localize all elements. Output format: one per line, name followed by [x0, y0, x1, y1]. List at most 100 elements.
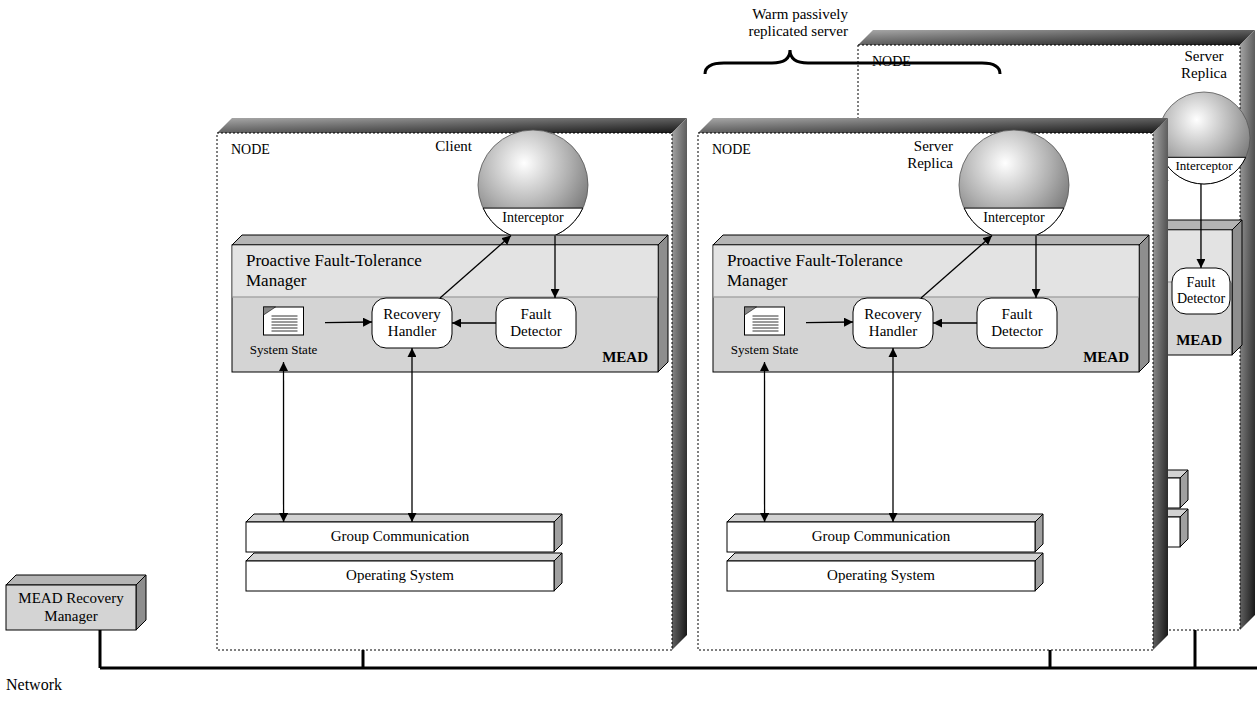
document-line: [753, 328, 779, 329]
mead-label: MEAD: [602, 349, 648, 366]
layer-box: Operating System: [727, 561, 1035, 591]
connector-arrow: [440, 236, 511, 298]
document-icon: [745, 307, 785, 335]
process-sphere: ClientInterceptor: [478, 130, 588, 240]
mead-label: MEAD: [1083, 349, 1129, 366]
component-box: Fault Detector: [977, 298, 1057, 348]
box-label: Operating System: [731, 567, 1031, 584]
node-frame-side: [1153, 118, 1168, 650]
node-frame-top: [858, 30, 1255, 45]
connector-arrow: [806, 321, 853, 323]
sphere-body: [1158, 92, 1250, 184]
document-line: [753, 319, 779, 320]
state-label: System State: [242, 343, 325, 358]
node-box: NODE Server ReplicaInterceptorProactive F…: [698, 133, 1153, 650]
panel-heading: Proactive Fault-Tolerance Manager: [246, 251, 461, 290]
connector-arrow: [892, 348, 893, 522]
panel-frame-top: [713, 235, 1149, 245]
box-label: MEAD Recovery Manager: [10, 590, 132, 625]
layer-frame-top: [727, 553, 1043, 561]
state-label: System State: [723, 343, 806, 358]
layer-frame-front: [246, 561, 554, 591]
node-label: NODE: [712, 142, 751, 158]
component-outline: [496, 298, 576, 348]
mead-panel: Proactive Fault-Tolerance ManagerMEADSys…: [713, 245, 1139, 372]
interceptor-label: Interceptor: [959, 210, 1069, 226]
document-line: [753, 322, 779, 323]
document-line: [753, 325, 779, 326]
node-frame-front: [217, 133, 672, 650]
box-label: Recovery Handler: [376, 306, 448, 341]
box-label: Group Communication: [731, 528, 1031, 545]
box-label: Group Communication: [250, 528, 550, 545]
process-sphere: Server ReplicaInterceptor: [1158, 92, 1250, 184]
network-drop: [1194, 630, 1197, 668]
layer-frame-side: [554, 553, 562, 591]
state-document: System State: [723, 305, 806, 362]
box-label: Recovery Handler: [857, 306, 929, 341]
interceptor-label: Interceptor: [1158, 159, 1250, 174]
group-label: Warm passively replicated server: [716, 6, 848, 41]
box-label: Operating System: [250, 567, 550, 584]
document-icon: [264, 307, 304, 335]
panel-divider: [232, 297, 658, 298]
mead-label: MEAD: [1176, 332, 1222, 349]
panel-frame-side: [658, 235, 668, 372]
node-label: NODE: [872, 54, 911, 70]
box-label: Fault Detector: [500, 306, 572, 341]
sphere-body: [478, 130, 588, 240]
state-document: System State: [242, 305, 325, 362]
document-line: [272, 319, 298, 320]
node-frame-front: [698, 133, 1153, 650]
panel-header: [714, 246, 1139, 298]
mead-panel: MEAD Fault Detector: [875, 230, 1232, 355]
process-name: Server Replica: [1166, 48, 1242, 83]
manager-frame-side: [136, 575, 146, 630]
layer-frame-front: [727, 561, 1035, 591]
component-outline: [853, 298, 933, 348]
network-drop: [1049, 650, 1052, 668]
connector-arrow: [933, 322, 977, 323]
layer-frame-side: [1035, 553, 1043, 591]
connector-arrow: [452, 322, 496, 323]
component-box: Fault Detector: [1172, 268, 1230, 314]
layer-frame-front: [246, 522, 554, 552]
node-frame-top: [217, 118, 687, 133]
connector-arrow: [1200, 184, 1201, 268]
document-line: [753, 331, 779, 332]
process-name: Server Replica: [895, 138, 953, 173]
node-box: NODE ClientInterceptorProactive Fault-Tol…: [217, 133, 672, 650]
layer-frame-side: [1035, 514, 1043, 552]
component-box: Recovery Handler: [853, 298, 933, 348]
sphere-body: [959, 130, 1069, 240]
panel-frame-side: [1232, 220, 1242, 355]
box-label: Fault Detector: [981, 306, 1053, 341]
connector-arrow: [283, 362, 284, 522]
process-name: Client: [420, 138, 472, 155]
document-line: [272, 316, 298, 317]
layer-box: Group Communication: [246, 522, 554, 552]
connector-arrow: [1035, 236, 1036, 298]
document-corner: [745, 307, 757, 315]
panel-frame-top: [232, 235, 668, 245]
box-label: Fault Detector: [1176, 275, 1226, 307]
layer-frame-side: [554, 514, 562, 552]
layer-frame-front: [727, 522, 1035, 552]
connector-arrow: [764, 362, 765, 522]
component-box: Recovery Handler: [372, 298, 452, 348]
component-box: Fault Detector: [496, 298, 576, 348]
node-label: NODE: [231, 142, 270, 158]
document-line: [272, 328, 298, 329]
node-frame-side: [672, 118, 687, 650]
document-line: [753, 316, 779, 317]
layer-frame-top: [727, 514, 1043, 522]
manager-frame-top: [6, 575, 146, 585]
connector-arrow: [325, 321, 372, 323]
document-line: [272, 325, 298, 326]
document-line: [272, 331, 298, 332]
connector-arrow: [411, 348, 412, 522]
layer-frame-top: [246, 514, 562, 522]
hidden-layer-side: [1180, 470, 1188, 508]
node-frame-top: [698, 118, 1168, 133]
